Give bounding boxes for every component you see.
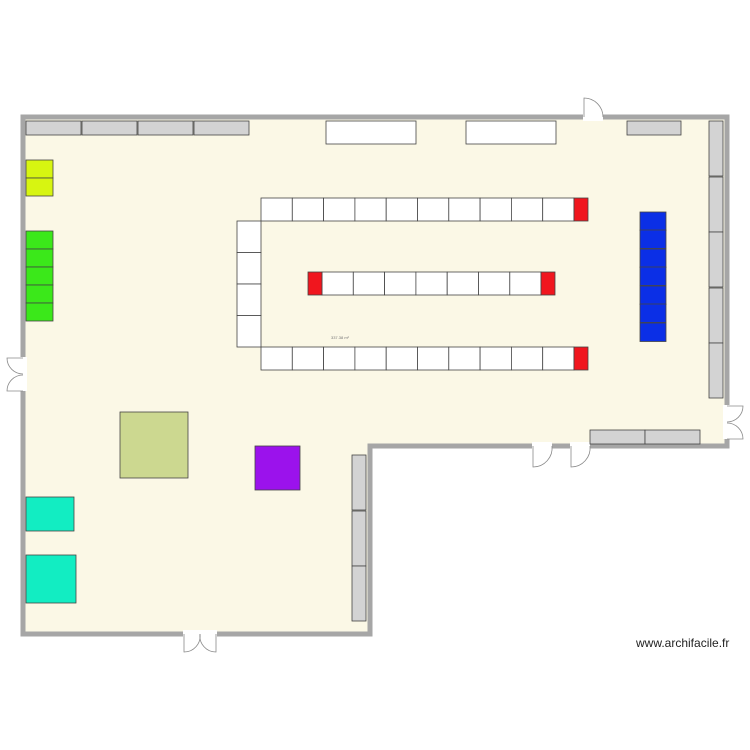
door <box>199 633 217 653</box>
table-unit <box>509 271 542 296</box>
white-table <box>465 120 557 145</box>
table-unit <box>479 346 512 371</box>
table-unit <box>291 346 324 371</box>
grey-counter <box>351 510 367 567</box>
grey-counter <box>644 429 701 445</box>
table-unit <box>542 197 575 222</box>
grey-counter <box>351 565 367 622</box>
grey-counter <box>708 120 724 177</box>
door <box>726 422 744 440</box>
grey-counter <box>708 176 724 233</box>
yellow-green-seat <box>25 177 54 197</box>
door <box>6 357 24 375</box>
green-seat <box>25 284 54 304</box>
grey-counter <box>81 120 138 136</box>
grey-counter <box>589 429 646 445</box>
teal-table <box>25 496 75 532</box>
blue-seat <box>639 303 667 323</box>
green-seat <box>25 266 54 286</box>
table-unit <box>260 197 293 222</box>
table-unit <box>352 271 385 296</box>
colored-furniture <box>25 159 667 604</box>
area-label: 337.38 m² <box>331 335 350 340</box>
yellow-green-seat <box>25 159 54 179</box>
table-unit <box>385 346 418 371</box>
table-unit <box>384 271 417 296</box>
white-tables <box>236 120 575 371</box>
white-table <box>325 120 417 145</box>
table-unit <box>236 315 262 348</box>
green-seat <box>25 230 54 250</box>
grey-counter <box>25 120 82 136</box>
olive-table <box>119 411 189 479</box>
table-unit <box>291 197 324 222</box>
table-unit <box>417 197 450 222</box>
door-gap <box>570 442 590 450</box>
red-table-end <box>540 271 556 296</box>
blue-seat <box>639 248 667 268</box>
door <box>726 405 744 423</box>
green-seat <box>25 248 54 268</box>
floor-area <box>23 117 727 634</box>
teal-table <box>25 554 77 604</box>
purple-table <box>254 445 301 491</box>
red-table-end <box>573 197 589 222</box>
table-unit <box>478 271 511 296</box>
grey-counter <box>626 120 682 136</box>
table-unit <box>417 346 450 371</box>
red-table-end <box>573 346 589 371</box>
door <box>570 445 591 468</box>
grey-counter <box>708 287 724 344</box>
grey-counter <box>351 454 367 511</box>
door <box>583 97 604 118</box>
table-unit <box>448 197 481 222</box>
table-unit <box>260 346 293 371</box>
table-unit <box>510 346 544 371</box>
blue-seat <box>639 211 667 231</box>
grey-counter <box>708 342 724 399</box>
red-table-end <box>307 271 323 296</box>
grey-counter <box>193 120 250 136</box>
table-unit <box>354 197 387 222</box>
table-unit <box>448 346 481 371</box>
blue-seat <box>639 229 667 249</box>
table-unit <box>510 197 544 222</box>
outer-wall <box>20 114 730 637</box>
blue-seat <box>639 322 667 342</box>
table-unit <box>321 271 354 296</box>
blue-seat <box>639 266 667 286</box>
watermark: www.archifacile.fr <box>636 636 730 650</box>
table-unit <box>323 197 356 222</box>
grey-counter <box>137 120 194 136</box>
blue-seat <box>639 285 667 305</box>
grey-counters <box>25 120 724 622</box>
table-unit <box>415 271 448 296</box>
grey-counter <box>708 231 724 288</box>
green-seat <box>25 302 54 322</box>
door-gap <box>583 113 603 121</box>
door-gap <box>532 442 552 450</box>
table-unit <box>385 197 418 222</box>
table-unit <box>354 346 387 371</box>
table-unit <box>479 197 512 222</box>
table-unit <box>542 346 575 371</box>
table-unit <box>446 271 479 296</box>
table-unit <box>236 283 262 316</box>
table-unit <box>323 346 356 371</box>
door <box>6 374 24 392</box>
table-unit <box>236 220 262 253</box>
doors <box>6 97 744 653</box>
table-unit <box>236 252 262 285</box>
door <box>532 445 553 468</box>
